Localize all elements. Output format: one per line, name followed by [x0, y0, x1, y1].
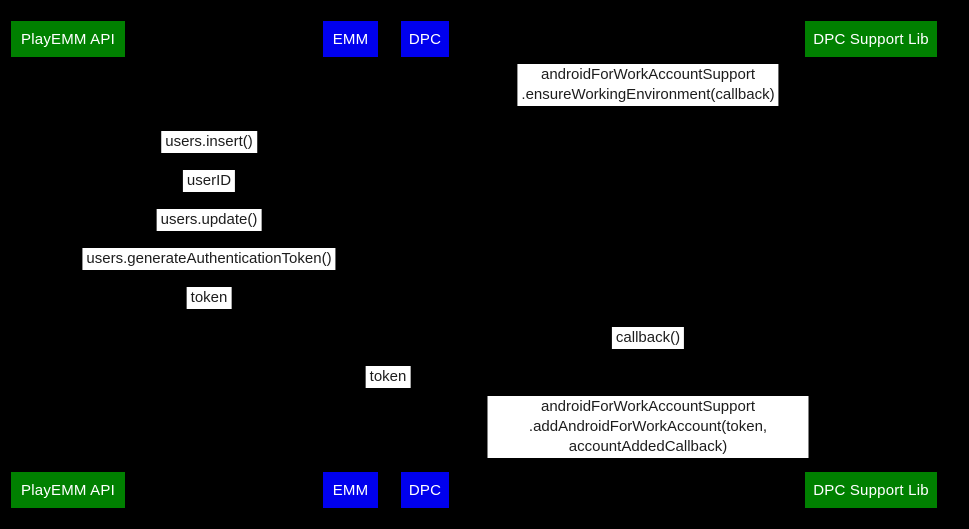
participant-dpc-support-lib-bottom: DPC Support Lib [805, 472, 937, 508]
message-users-update: users.update() [156, 209, 262, 231]
message-generate-authentication-token: users.generateAuthenticationToken() [82, 248, 336, 270]
participant-emm-top: EMM [323, 21, 378, 57]
participant-dpc-bottom: DPC [401, 472, 449, 508]
message-users-insert: users.insert() [161, 131, 257, 153]
participant-playemm-api-top: PlayEMM API [11, 21, 125, 57]
participant-dpc-support-lib-top: DPC Support Lib [805, 21, 937, 57]
message-userid: userID [182, 170, 236, 192]
participant-dpc-top: DPC [401, 21, 449, 57]
message-token-return: token [186, 287, 232, 309]
message-token-forward: token [365, 366, 411, 388]
message-ensure-working-environment: androidForWorkAccountSupport .ensureWork… [517, 64, 779, 106]
participant-playemm-api-bottom: PlayEMM API [11, 472, 125, 508]
participant-emm-bottom: EMM [323, 472, 378, 508]
message-callback: callback() [611, 327, 685, 349]
message-add-android-for-work-account: androidForWorkAccountSupport .addAndroid… [487, 396, 809, 458]
